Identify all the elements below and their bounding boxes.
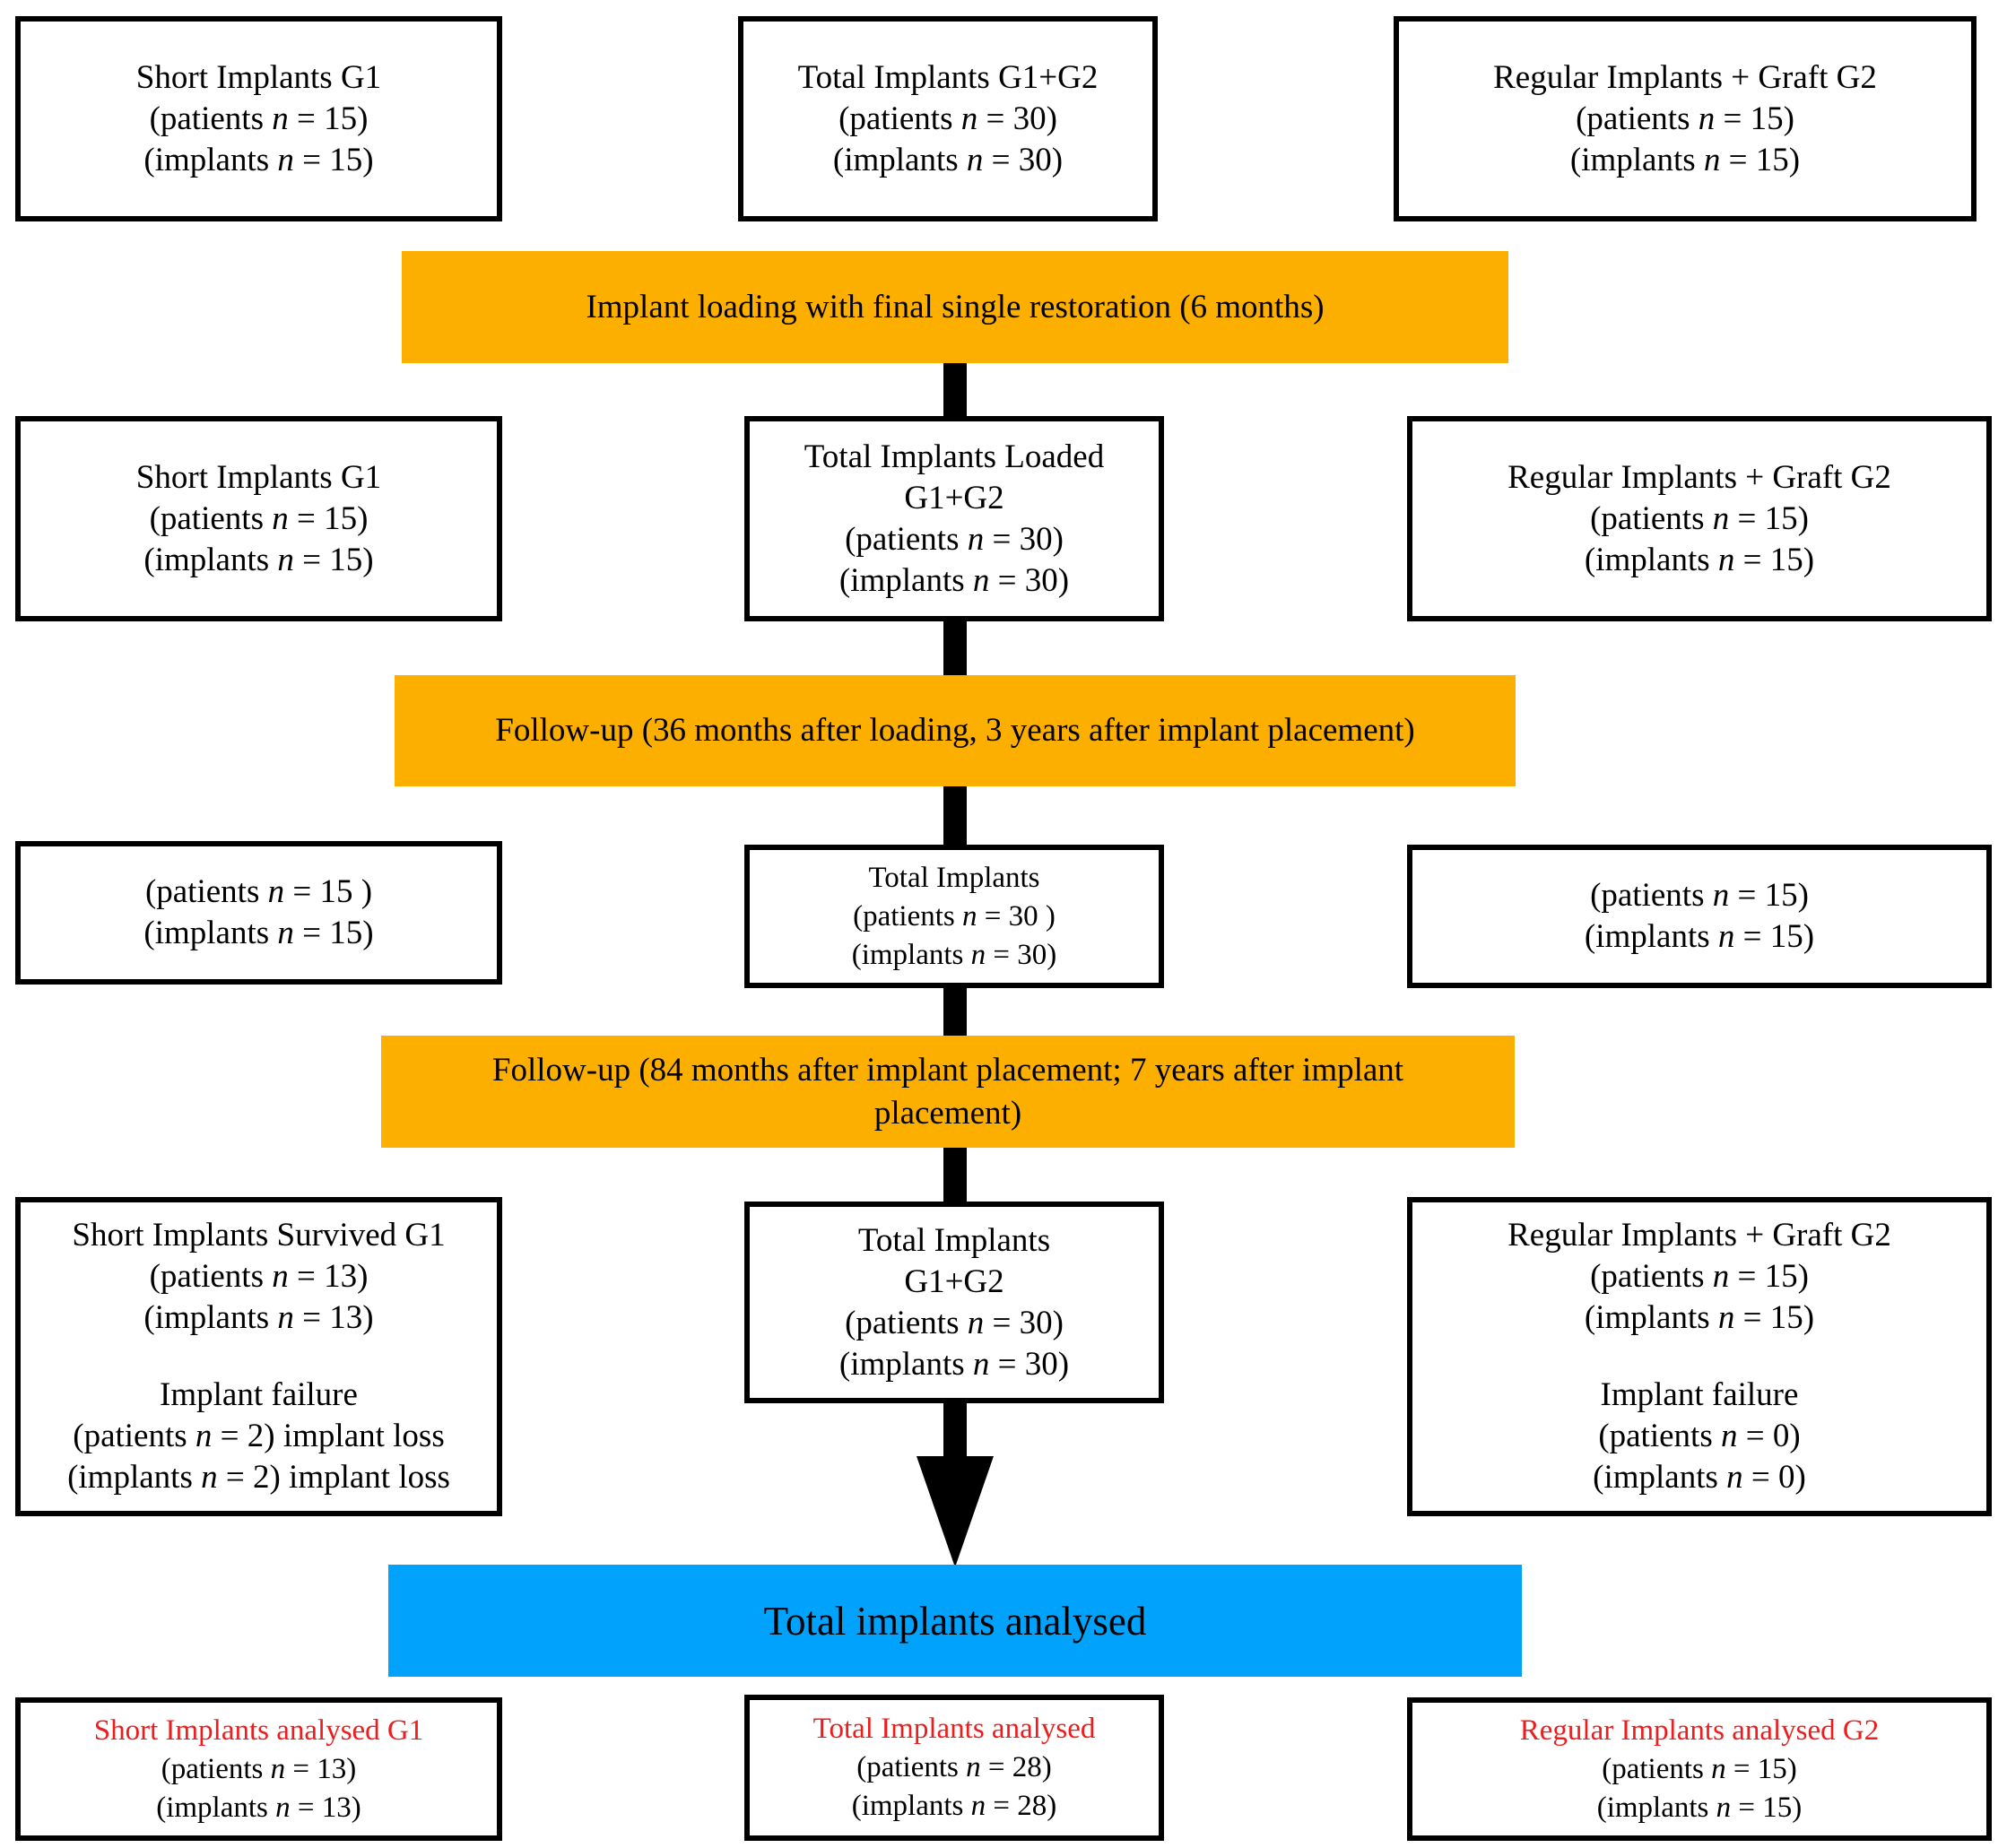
row3-center-patients: (patients n = 30 ): [853, 899, 1056, 933]
row4-right-failure-title: Implant failure: [1600, 1376, 1799, 1413]
row5-right-title: Regular Implants analysed G2: [1519, 1714, 1880, 1747]
band-followup-36: Follow-up (36 months after loading, 3 ye…: [395, 675, 1516, 786]
row1-right-box: Regular Implants + Graft G2 (patients n …: [1394, 16, 1977, 221]
row2-center-title-2: G1+G2: [904, 479, 1004, 516]
row5-center-implants: (implants n = 28): [851, 1790, 1057, 1822]
row4-left-title: Short Implants Survived G1: [72, 1217, 446, 1254]
row3-left-implants: (implants n = 15): [143, 915, 374, 951]
row5-left-implants: (implants n = 13): [156, 1791, 361, 1824]
row1-left-box: Short Implants G1 (patients n = 15) (imp…: [15, 16, 502, 221]
band-followup-36-label: Follow-up (36 months after loading, 3 ye…: [495, 712, 1415, 749]
row3-right-patients: (patients n = 15): [1590, 877, 1809, 914]
connector-4: [943, 984, 967, 1037]
row4-right-failure-patients: (patients n = 0): [1598, 1418, 1801, 1454]
row5-left-patients: (patients n = 13): [161, 1752, 357, 1785]
row5-left-box: Short Implants analysed G1 (patients n =…: [15, 1697, 502, 1841]
band-followup-84: Follow-up (84 months after implant place…: [381, 1036, 1515, 1148]
row3-left-box: (patients n = 15 ) (implants n = 15): [15, 841, 502, 985]
row2-center-box: Total Implants Loaded G1+G2 (patients n …: [744, 416, 1164, 621]
row4-right-implants: (implants n = 15): [1584, 1299, 1815, 1336]
row4-center-implants: (implants n = 30): [838, 1345, 1070, 1383]
row5-right-box: Regular Implants analysed G2 (patients n…: [1407, 1697, 1992, 1841]
row3-right-box: (patients n = 15) (implants n = 15): [1407, 845, 1992, 988]
row4-left-failure-title: Implant failure: [160, 1376, 358, 1413]
row5-right-patients: (patients n = 15): [1602, 1752, 1797, 1785]
row1-center-implants: (implants n = 30): [832, 141, 1064, 178]
row1-right-patients: (patients n = 15): [1576, 100, 1794, 137]
row4-right-failure-implants: (implants n = 0): [1593, 1459, 1806, 1496]
row3-right-implants: (implants n = 15): [1584, 918, 1815, 955]
row1-right-implants: (implants n = 15): [1569, 141, 1801, 178]
row2-left-title: Short Implants G1: [135, 458, 382, 496]
row5-center-patients: (patients n = 28): [856, 1751, 1052, 1783]
row5-left-title: Short Implants analysed G1: [93, 1714, 424, 1747]
row2-left-box: Short Implants G1 (patients n = 15) (imp…: [15, 416, 502, 621]
row4-left-patients: (patients n = 13): [149, 1258, 369, 1295]
row4-left-box: Short Implants Survived G1 (patients n =…: [15, 1197, 502, 1516]
connector-3: [943, 785, 967, 847]
row2-right-implants: (implants n = 15): [1584, 541, 1815, 578]
band-implant-loading: Implant loading with final single restor…: [402, 251, 1508, 363]
row2-left-implants: (implants n = 15): [143, 541, 374, 578]
row2-center-patients: (patients n = 30): [845, 520, 1064, 558]
row5-center-box: Total Implants analysed (patients n = 28…: [744, 1695, 1164, 1841]
band-followup-84-line2: placement): [873, 1094, 1022, 1132]
connector-2: [943, 619, 967, 677]
connector-5: [943, 1146, 967, 1204]
row2-center-implants: (implants n = 30): [838, 561, 1070, 599]
row1-left-title: Short Implants G1: [135, 58, 382, 96]
row4-center-title-1: Total Implants: [857, 1221, 1051, 1259]
row4-center-title-2: G1+G2: [904, 1262, 1004, 1300]
row4-right-box: Regular Implants + Graft G2 (patients n …: [1407, 1197, 1992, 1516]
row1-center-patients: (patients n = 30): [838, 100, 1057, 137]
row2-left-patients: (patients n = 15): [149, 499, 369, 537]
band-implant-loading-label: Implant loading with final single restor…: [586, 288, 1325, 325]
band-followup-84-line1: Follow-up (84 months after implant place…: [491, 1051, 1404, 1089]
connector-6: [943, 1399, 967, 1462]
row4-left-failure-patients: (patients n = 2) implant loss: [73, 1418, 445, 1454]
arrowhead-icon: [917, 1456, 994, 1567]
row3-center-implants: (implants n = 30): [851, 938, 1057, 971]
row2-right-box: Regular Implants + Graft G2 (patients n …: [1407, 416, 1992, 621]
row5-right-implants: (implants n = 15): [1596, 1791, 1803, 1824]
row2-center-title-1: Total Implants Loaded: [804, 438, 1105, 475]
row3-center-title: Total Implants: [868, 861, 1040, 894]
row1-center-box: Total Implants G1+G2 (patients n = 30) (…: [738, 16, 1158, 221]
row5-center-title: Total Implants analysed: [812, 1713, 1096, 1745]
row2-right-patients: (patients n = 15): [1590, 499, 1809, 537]
row1-right-title: Regular Implants + Graft G2: [1493, 58, 1877, 96]
row4-left-implants: (implants n = 13): [143, 1299, 374, 1336]
row4-center-box: Total Implants G1+G2 (patients n = 30) (…: [744, 1202, 1164, 1403]
band-total-analysed-label: Total implants analysed: [763, 1598, 1147, 1644]
row3-left-patients: (patients n = 15 ): [144, 873, 373, 910]
row4-center-patients: (patients n = 30): [845, 1304, 1064, 1341]
row1-left-implants: (implants n = 15): [143, 141, 374, 178]
row4-left-failure-implants: (implants n = 2) implant loss: [67, 1459, 450, 1496]
row1-left-patients: (patients n = 15): [149, 100, 369, 137]
band-total-analysed: Total implants analysed: [388, 1565, 1522, 1677]
row3-center-box: Total Implants (patients n = 30 ) (impla…: [744, 845, 1164, 988]
row4-right-patients: (patients n = 15): [1590, 1258, 1809, 1295]
row2-right-title: Regular Implants + Graft G2: [1507, 458, 1891, 496]
row1-center-title: Total Implants G1+G2: [797, 58, 1099, 96]
row4-right-title: Regular Implants + Graft G2: [1507, 1217, 1891, 1254]
